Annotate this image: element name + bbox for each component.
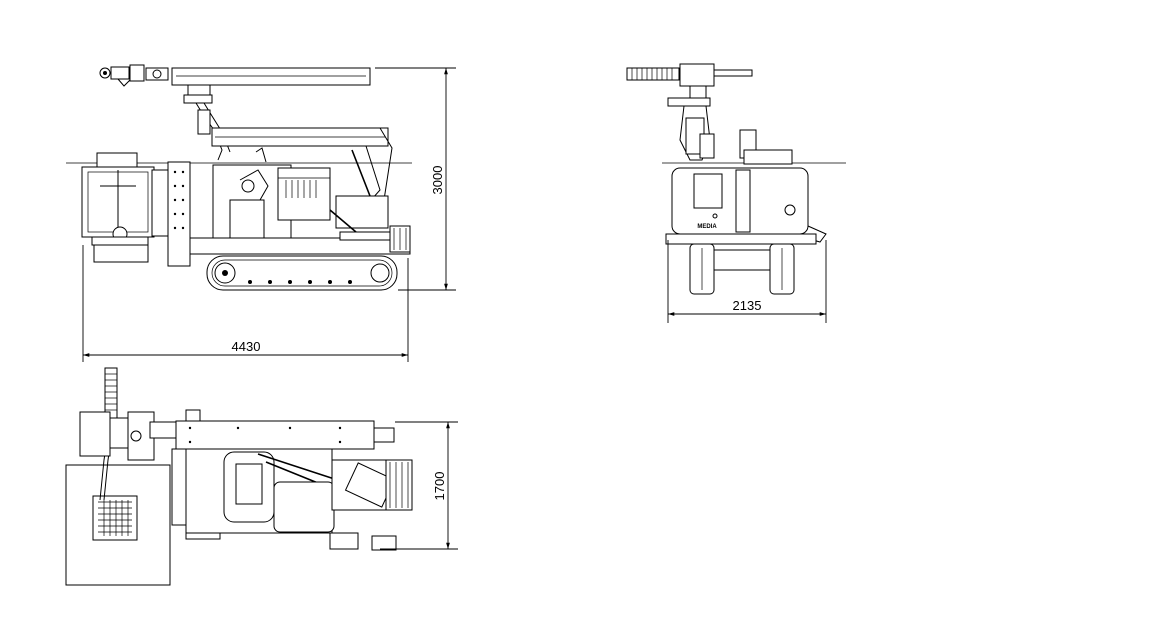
width-label: 2135 — [733, 298, 762, 313]
mast-column — [167, 161, 191, 267]
height-label: 3000 — [430, 166, 445, 195]
side-view: 3000 4430 — [66, 64, 456, 362]
top-width-dimension: 1700 — [380, 421, 458, 550]
top-view: 1700 — [65, 367, 458, 586]
top-width-label: 1700 — [432, 472, 447, 501]
front-door — [693, 173, 723, 209]
upper-boom — [171, 67, 371, 86]
width-dimension: 2135 — [667, 240, 827, 323]
height-dimension: 3000 — [375, 67, 456, 291]
hopper-grid — [92, 495, 138, 541]
front-view: MEDIA 2135 — [626, 63, 846, 323]
length-dimension: 4430 — [82, 245, 409, 362]
drill-rod-icon — [626, 63, 753, 99]
brand-label: MEDIA — [697, 224, 717, 230]
drill-head-icon — [99, 64, 169, 87]
length-label: 4430 — [232, 339, 261, 354]
top-boom — [175, 420, 375, 450]
